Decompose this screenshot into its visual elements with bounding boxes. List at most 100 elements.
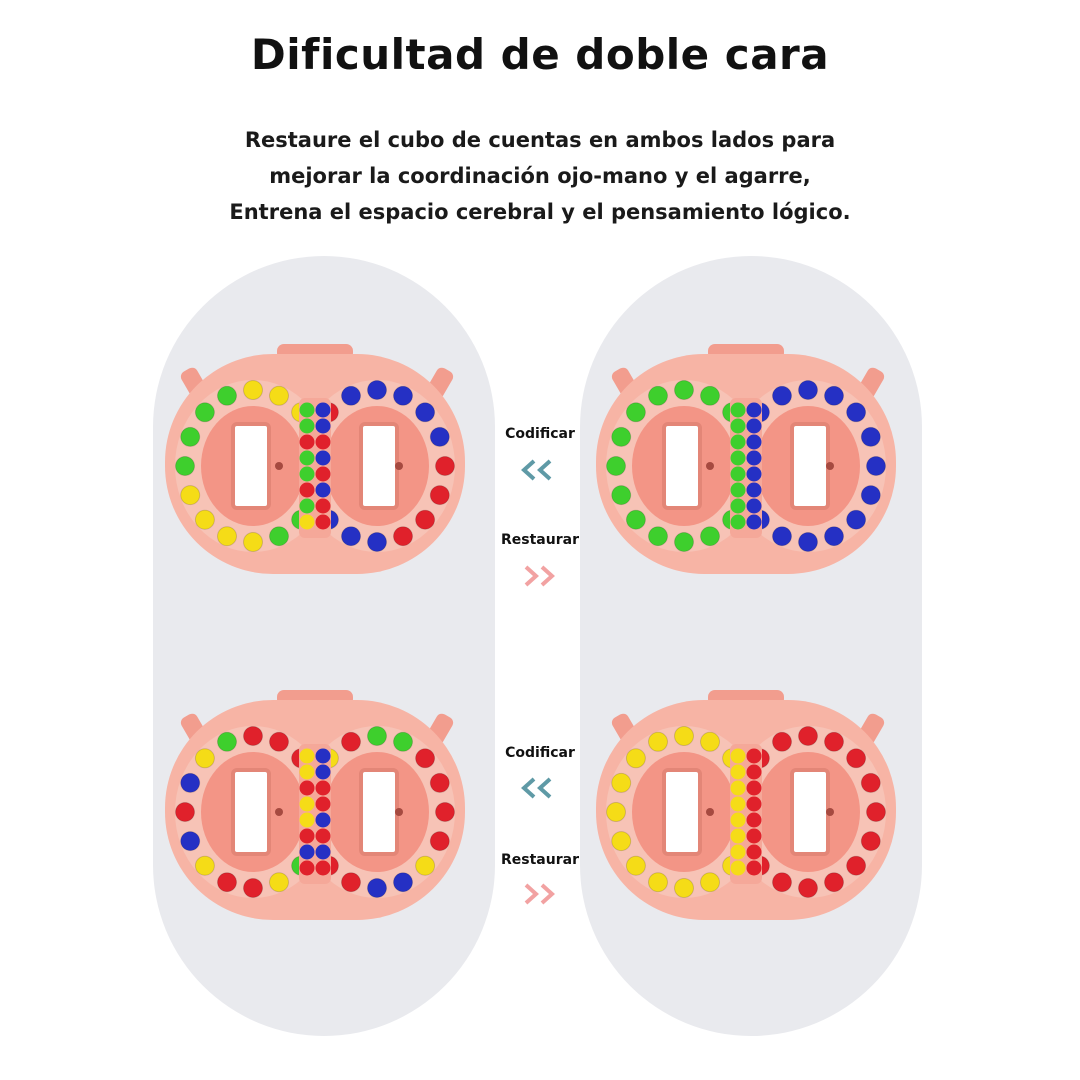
center-bead xyxy=(746,418,762,434)
disc-pin xyxy=(275,808,283,816)
bead xyxy=(429,426,450,447)
bead xyxy=(243,726,263,746)
bead xyxy=(341,526,361,547)
bead xyxy=(269,526,289,547)
center-bead xyxy=(299,812,315,828)
bead xyxy=(243,380,263,400)
bead xyxy=(217,872,237,893)
center-bead xyxy=(315,434,331,450)
bead xyxy=(648,872,668,893)
center-bead xyxy=(315,796,331,812)
center-bead xyxy=(730,498,746,514)
disc-window xyxy=(790,768,830,856)
center-bead xyxy=(299,828,315,844)
description-line-1: Restaure el cubo de cuentas en ambos lad… xyxy=(244,128,836,152)
center-bead xyxy=(299,860,315,876)
bead xyxy=(180,831,201,852)
bead xyxy=(648,731,668,752)
center-bead xyxy=(299,844,315,860)
bead xyxy=(180,426,201,447)
bead xyxy=(846,748,867,769)
bead xyxy=(700,526,720,547)
bead xyxy=(860,485,881,506)
bead xyxy=(393,731,413,752)
bead xyxy=(860,831,881,852)
center-bead xyxy=(746,514,762,530)
center-bead xyxy=(730,780,746,796)
center-bead xyxy=(299,450,315,466)
bead xyxy=(180,485,201,506)
center-bead xyxy=(299,748,315,764)
bead xyxy=(341,872,361,893)
disc-window xyxy=(231,768,271,856)
center-bead xyxy=(730,466,746,482)
bead xyxy=(648,385,668,406)
disc-window xyxy=(359,768,399,856)
center-bead xyxy=(730,748,746,764)
scrambled-bead-cube-bottom xyxy=(165,690,465,920)
center-bead xyxy=(299,434,315,450)
restored-bead-cube-top xyxy=(596,344,896,574)
bead xyxy=(798,532,818,552)
bead xyxy=(175,802,195,822)
bead xyxy=(393,872,413,893)
restore-label-1: Restaurar xyxy=(501,532,579,548)
bead xyxy=(611,831,632,852)
bead xyxy=(866,456,886,476)
bead xyxy=(367,532,387,552)
center-bead xyxy=(315,748,331,764)
center-bead xyxy=(299,466,315,482)
bead xyxy=(648,526,668,547)
restore-label-2: Restaurar xyxy=(501,852,579,868)
bead xyxy=(866,802,886,822)
center-bead xyxy=(730,450,746,466)
center-bead xyxy=(315,780,331,796)
restore-arrow-icon-2 xyxy=(524,883,555,905)
disc-window xyxy=(662,768,702,856)
bead xyxy=(824,526,844,547)
center-bead xyxy=(299,796,315,812)
bead xyxy=(846,855,867,876)
disc-window xyxy=(231,422,271,510)
center-bead xyxy=(746,812,762,828)
disc-pin xyxy=(826,462,834,470)
disc-window xyxy=(662,422,702,510)
bead xyxy=(772,385,792,406)
encode-arrow-icon-1 xyxy=(521,459,552,481)
encode-label-2: Codificar xyxy=(505,745,575,761)
center-bead xyxy=(315,860,331,876)
bead xyxy=(217,731,237,752)
disc-pin xyxy=(275,462,283,470)
bead xyxy=(415,855,436,876)
center-bead xyxy=(315,812,331,828)
bead xyxy=(217,385,237,406)
bead xyxy=(175,456,195,476)
bead xyxy=(674,532,694,552)
bead xyxy=(194,402,215,423)
bead xyxy=(625,855,646,876)
center-bead xyxy=(746,764,762,780)
bead xyxy=(341,385,361,406)
center-bead xyxy=(315,466,331,482)
center-bead xyxy=(746,434,762,450)
disc-pin xyxy=(826,808,834,816)
bead xyxy=(393,385,413,406)
center-bead xyxy=(730,828,746,844)
center-bead xyxy=(730,514,746,530)
center-bead xyxy=(299,514,315,530)
center-bead xyxy=(746,466,762,482)
center-bead xyxy=(299,402,315,418)
center-bead xyxy=(299,482,315,498)
bead xyxy=(860,772,881,793)
bead xyxy=(700,872,720,893)
description: Restaure el cubo de cuentas en ambos lad… xyxy=(140,122,940,230)
center-bead xyxy=(315,402,331,418)
bead xyxy=(429,772,450,793)
bead xyxy=(367,726,387,746)
bead xyxy=(243,878,263,898)
center-bead xyxy=(746,860,762,876)
center-bead xyxy=(299,418,315,434)
bead xyxy=(860,426,881,447)
bead xyxy=(611,772,632,793)
center-bead xyxy=(746,828,762,844)
